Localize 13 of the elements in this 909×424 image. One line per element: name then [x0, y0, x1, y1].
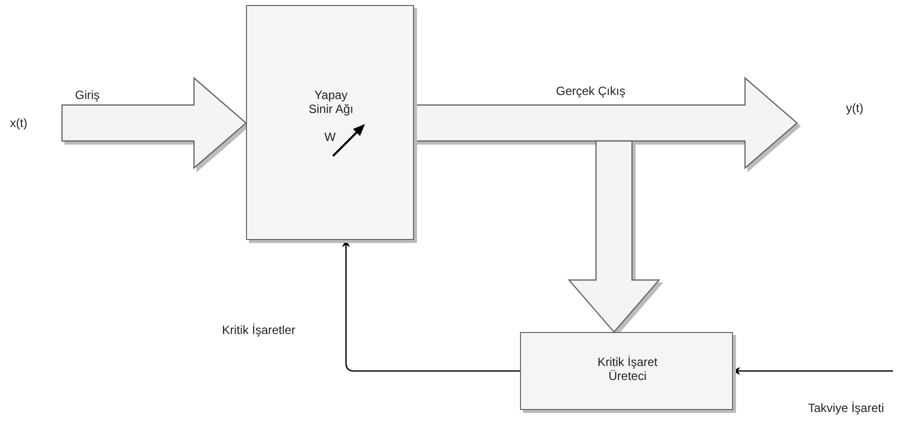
process-box: [520, 332, 733, 410]
edge-label: Kritik İşaretler: [222, 323, 296, 337]
box-title: Kritik İşaret Üreteci: [596, 355, 658, 383]
edge-label: Takviye İşareti: [808, 401, 884, 415]
box-title: Yapay Sinir Ağı: [308, 88, 354, 116]
weight-label: W: [323, 130, 337, 144]
edge-label: Giriş: [75, 88, 100, 102]
block-arrow: [61, 76, 247, 170]
signal-label: x(t): [10, 116, 44, 134]
block-arrow: [568, 140, 660, 333]
edge-label: Gerçek Çıkış: [556, 84, 626, 98]
signal-label: y(t): [846, 101, 880, 119]
process-box: [246, 5, 414, 240]
